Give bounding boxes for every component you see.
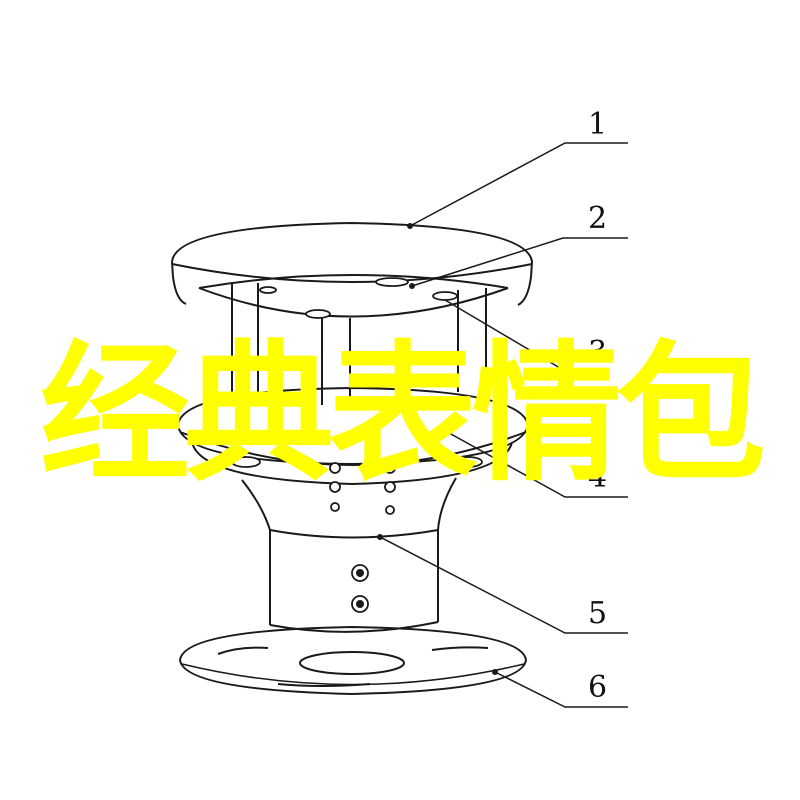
base-flange [178, 625, 528, 696]
conical-body [241, 462, 457, 633]
middle-ring-outline [176, 386, 530, 466]
callout-number-6: 6 [588, 670, 607, 705]
vent-hole [384, 462, 396, 474]
ring-hole [231, 456, 261, 468]
leader-line-5 [379, 536, 628, 634]
middle-ring-base [191, 441, 513, 486]
support-post [321, 318, 351, 405]
cover-hole [259, 286, 277, 294]
middle-ring [176, 386, 530, 486]
cover-hole [432, 291, 458, 301]
leader-lines [377, 142, 628, 708]
top-cover-underside-back [198, 274, 509, 289]
base-slot [431, 646, 489, 651]
top-cover-left-edge [171, 261, 187, 305]
base-slot [217, 646, 269, 655]
support-post [231, 282, 259, 398]
body-right-profile [437, 477, 457, 622]
mounting-hole-core [356, 569, 364, 577]
body-bottom-line [269, 621, 439, 633]
leader-dot-5 [377, 534, 383, 540]
callout-number-4: 4 [588, 460, 607, 495]
ring-hole [453, 456, 483, 468]
middle-ring-lower-edge [179, 431, 527, 466]
leader-dot-6 [492, 669, 498, 675]
leader-line-1 [409, 142, 628, 227]
vent-hole [385, 505, 395, 515]
top-cover-underside-front [198, 287, 509, 318]
callout-number-2: 2 [588, 201, 607, 236]
base-center-opening [299, 651, 405, 675]
base-flange-outline [178, 625, 528, 696]
leader-line-6 [494, 671, 628, 708]
leader-dot-2 [409, 283, 415, 289]
leader-line-3 [444, 299, 561, 369]
vent-hole [329, 481, 341, 493]
base-slot [277, 683, 371, 687]
callout-number-5: 5 [588, 596, 607, 631]
top-cover-rim-line [171, 263, 533, 283]
cover-hole [305, 309, 331, 319]
vent-hole [384, 481, 396, 493]
callout-labels: 1 2 3 4 5 6 [588, 107, 607, 705]
callout-number-1: 1 [588, 107, 607, 142]
leader-line-2 [411, 237, 628, 287]
vent-hole [330, 502, 340, 512]
cover-hole [375, 277, 409, 287]
leader-dot-1 [407, 223, 413, 229]
body-waist-line [269, 529, 439, 539]
leader-dot-4 [437, 425, 443, 431]
callout-number-3: 3 [588, 335, 607, 370]
vent-hole [329, 462, 341, 474]
body-left-profile [241, 479, 271, 625]
top-cover-outline [171, 221, 534, 306]
leader-line-4 [439, 427, 628, 498]
mounting-hole-core [356, 600, 364, 608]
meme-caption: 经典表情包 [39, 328, 766, 502]
top-cover [171, 221, 534, 319]
